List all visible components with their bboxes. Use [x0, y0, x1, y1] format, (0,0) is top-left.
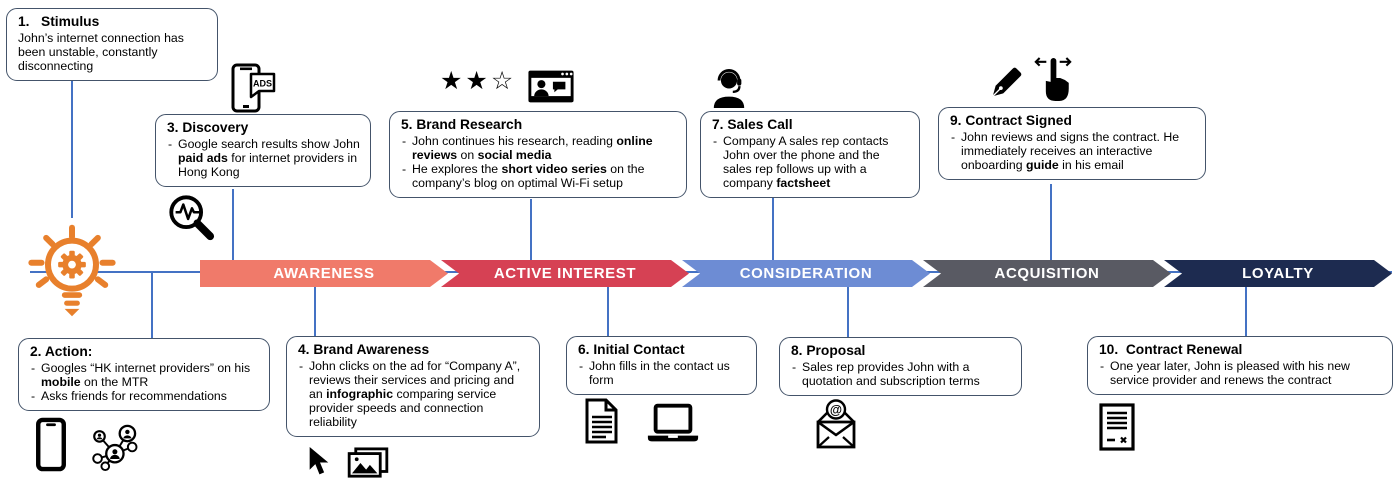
- laptop-icon: [645, 403, 701, 445]
- step-box-brand-research: 5. Brand Research John continues his res…: [389, 111, 687, 198]
- step-title: 1. Stimulus: [18, 14, 100, 29]
- star-rating-icon: ★★☆: [440, 66, 517, 95]
- cursor-icon: [306, 446, 334, 477]
- connector-box2: [151, 272, 153, 338]
- step-box-stimulus: 1. Stimulus John’s internet connection h…: [6, 8, 218, 81]
- document-icon: [583, 397, 621, 445]
- step-title: 6. Initial Contact: [578, 342, 685, 357]
- email-at-icon: @: [812, 396, 860, 450]
- step-title: 4. Brand Awareness: [298, 342, 430, 357]
- step-box-proposal: 8. Proposal Sales rep provides John with…: [779, 337, 1022, 396]
- step-box-brand-awareness: 4. Brand Awareness John clicks on the ad…: [286, 336, 540, 437]
- stage-awareness: AWARENESS: [200, 260, 448, 287]
- connector-box7: [772, 195, 774, 262]
- images-icon: [346, 447, 390, 479]
- connector-box9: [1050, 184, 1052, 262]
- stage-label: LOYALTY: [1242, 265, 1314, 282]
- step-box-contract-renewal: 10. Contract Renewal One year later, Joh…: [1087, 336, 1393, 395]
- step-box-initial-contact: 6. Initial Contact John fills in the con…: [566, 336, 757, 395]
- stage-label: ACTIVE INTEREST: [493, 265, 637, 282]
- step-box-discovery: 3. Discovery Google search results show …: [155, 114, 371, 187]
- contract-icon: [1096, 402, 1138, 452]
- connector-box8: [847, 284, 849, 338]
- step-box-action: 2. Action: Googles “HK internet provider…: [18, 338, 270, 411]
- step-title: 10. Contract Renewal: [1099, 342, 1243, 357]
- connector-box3: [232, 189, 234, 262]
- connector-box5: [530, 199, 532, 262]
- step-box-contract-signed: 9. Contract Signed John reviews and sign…: [938, 107, 1206, 180]
- step-body: Googles “HK internet providers” on his m…: [30, 361, 260, 403]
- stage-label: ACQUISITION: [994, 265, 1100, 282]
- step-title: 3. Discovery: [167, 120, 249, 135]
- step-body: Google search results show John paid ads…: [167, 137, 361, 179]
- step-body: John continues his research, reading onl…: [401, 134, 677, 190]
- video-chat-window-icon: [527, 69, 575, 104]
- step-body: John fills in the contact us form: [578, 359, 747, 387]
- social-network-icon: [86, 422, 138, 472]
- step-title: 2. Action:: [30, 344, 93, 359]
- stage-label: AWARENESS: [273, 265, 375, 282]
- connector-box6: [607, 284, 609, 337]
- step-body: Company A sales rep contacts John over t…: [712, 134, 910, 190]
- connector-box1: [71, 78, 73, 218]
- stage-loyalty: LOYALTY: [1164, 260, 1392, 287]
- connector-box10: [1245, 284, 1247, 337]
- step-body: John clicks on the ad for “Company A”, r…: [298, 359, 530, 429]
- stage-label: CONSIDERATION: [739, 265, 873, 282]
- stage-acquisition: ACQUISITION: [923, 260, 1171, 287]
- smartphone-icon: [35, 417, 67, 472]
- search-pulse-icon: [164, 192, 218, 242]
- step-title: 8. Proposal: [791, 343, 866, 358]
- step-body: One year later, John is pleased with his…: [1099, 359, 1383, 387]
- step-box-sales-call: 7. Sales Call Company A sales rep contac…: [700, 111, 920, 198]
- stage-active-interest: ACTIVE INTEREST: [441, 260, 689, 287]
- svg-text:ADS: ADS: [253, 79, 272, 89]
- phone-ads-icon: ADS: [230, 62, 278, 114]
- step-title: 9. Contract Signed: [950, 113, 1072, 128]
- stage-consideration: CONSIDERATION: [682, 260, 930, 287]
- lightbulb-gear-icon: [24, 222, 120, 322]
- svg-text:@: @: [830, 403, 842, 417]
- step-title: 5. Brand Research: [401, 117, 523, 132]
- step-body: John reviews and signs the contract. He …: [950, 130, 1196, 172]
- step-body: Sales rep provides John with a quotation…: [791, 360, 1012, 388]
- support-agent-icon: [710, 68, 748, 110]
- step-body: John’s internet connection has been unst…: [18, 30, 184, 73]
- swipe-hand-icon: [1032, 55, 1074, 103]
- step-title: 7. Sales Call: [712, 117, 793, 132]
- connector-box4: [314, 284, 316, 337]
- pen-nib-icon: [988, 60, 1028, 102]
